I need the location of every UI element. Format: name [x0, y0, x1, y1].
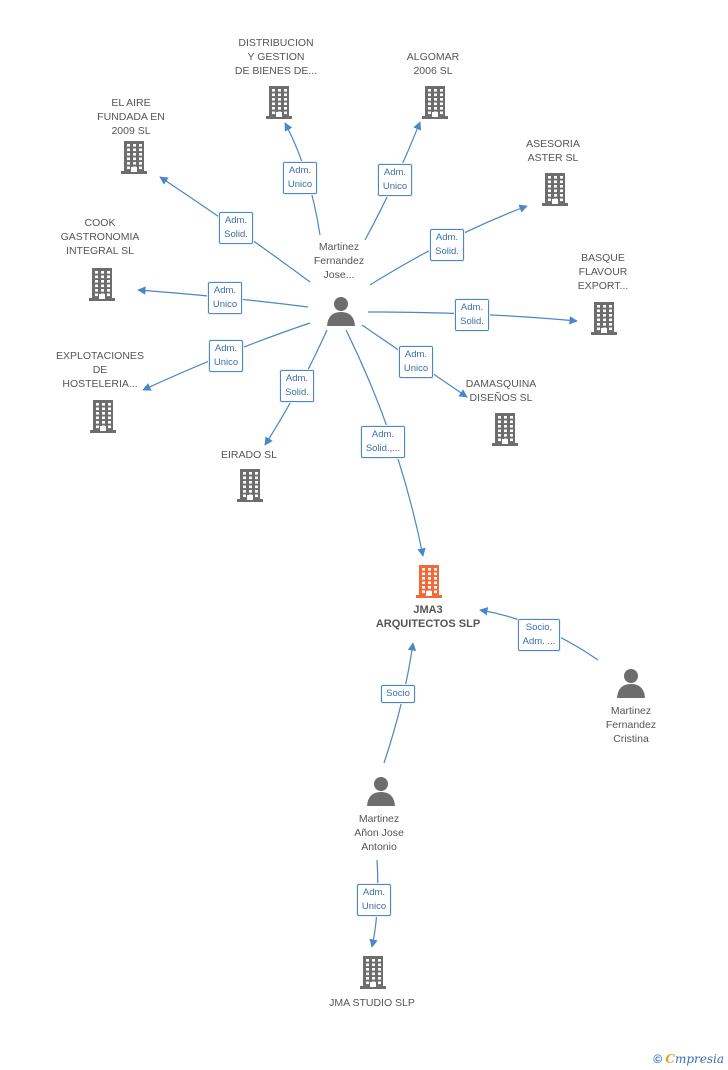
brand-initial: C	[665, 1052, 675, 1066]
building-icon[interactable]	[416, 564, 442, 603]
node-label-explotaciones[interactable]: EXPLOTACIONES DE HOSTELERIA...	[56, 350, 144, 390]
building-icon[interactable]	[121, 140, 147, 179]
node-label-jma3[interactable]: JMA3 ARQUITECTOS SLP	[375, 604, 481, 630]
building-icon[interactable]	[266, 85, 292, 124]
node-label-cook[interactable]: COOK GASTRONOMIA INTEGRAL SL	[60, 217, 140, 257]
edge-label[interactable]: Adm. Solid.	[455, 299, 489, 331]
person-icon[interactable]	[366, 776, 396, 811]
building-icon[interactable]	[422, 85, 448, 124]
building-icon[interactable]	[492, 412, 518, 451]
node-label-damasquina[interactable]: DAMASQUINA DISEÑOS SL	[465, 378, 537, 404]
node-label-anon[interactable]: Martinez Añon Jose Antonio	[354, 813, 404, 853]
building-icon[interactable]	[90, 399, 116, 438]
copyright-icon: ©	[653, 1052, 663, 1066]
edge-label[interactable]: Adm. Solid.,...	[360, 426, 406, 458]
edge-label[interactable]: Adm. Solid.	[280, 370, 314, 402]
node-label-el-aire[interactable]: EL AIRE FUNDADA EN 2009 SL	[97, 97, 165, 137]
edge-label[interactable]: Adm. Unico	[282, 162, 318, 194]
person-icon[interactable]	[326, 296, 356, 331]
node-label-jma-studio[interactable]: JMA STUDIO SLP	[329, 997, 415, 1009]
edge-label[interactable]: Adm. Solid.	[219, 212, 253, 244]
building-icon[interactable]	[542, 172, 568, 211]
node-label-asesoria[interactable]: ASESORIA ASTER SL	[526, 138, 580, 164]
edge-anon-to-jma3	[383, 642, 417, 764]
node-label-algomar[interactable]: ALGOMAR 2006 SL	[406, 51, 460, 77]
node-label-cristina[interactable]: Martinez Fernandez Cristina	[605, 705, 657, 745]
brand-name: mpresia	[674, 1052, 724, 1066]
edge-label[interactable]: Adm. Unico	[398, 346, 434, 378]
edge-label[interactable]: Socio, Adm. ...	[517, 619, 561, 651]
building-icon[interactable]	[237, 468, 263, 507]
person-icon[interactable]	[616, 668, 646, 703]
node-label-eirado[interactable]: EIRADO SL	[220, 449, 278, 461]
edge-label[interactable]: Adm. Unico	[377, 164, 413, 196]
node-label-martinez-jose[interactable]: Martinez Fernandez Jose...	[313, 241, 365, 281]
edge-label[interactable]: Adm. Solid.	[430, 229, 464, 261]
building-icon[interactable]	[89, 267, 115, 306]
footer-brand: © Cmpresia	[653, 1052, 724, 1066]
edge-label[interactable]: Socio	[381, 685, 415, 703]
building-icon[interactable]	[360, 955, 386, 994]
node-label-basque[interactable]: BASQUE FLAVOUR EXPORT...	[577, 252, 629, 292]
edge-label[interactable]: Adm. Unico	[356, 884, 392, 916]
edge-label[interactable]: Adm. Unico	[207, 282, 243, 314]
edge-label[interactable]: Adm. Unico	[208, 340, 244, 372]
node-label-distribucion[interactable]: DISTRIBUCION Y GESTION DE BIENES DE...	[234, 37, 318, 77]
building-icon[interactable]	[591, 301, 617, 340]
